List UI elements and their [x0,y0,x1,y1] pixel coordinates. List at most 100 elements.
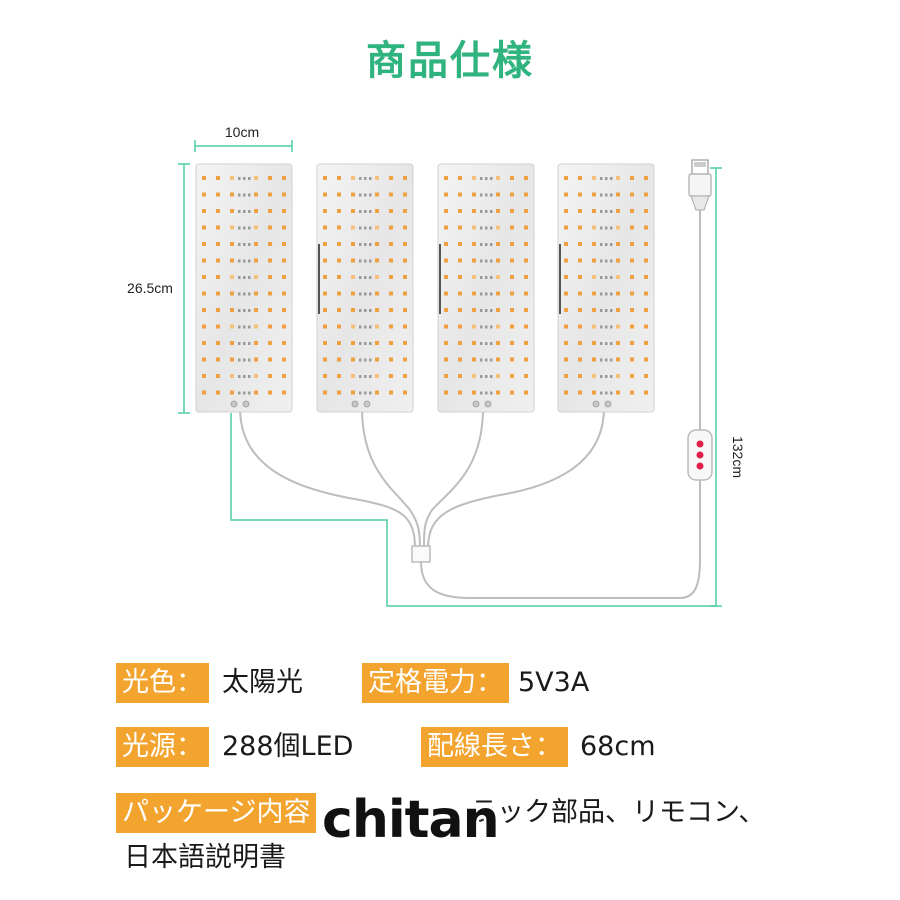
led-panel [195,163,293,413]
led-chip [337,341,341,345]
led-chip [389,209,393,213]
resistor [238,325,241,329]
led-chip [564,291,568,296]
led-chip [389,357,393,362]
resistor [480,226,483,230]
spec-label-light-color: 光色： [116,663,209,703]
resistor [605,193,608,197]
led-chip [337,390,341,395]
led-chip [323,258,327,263]
led-chip [389,258,393,263]
resistor [369,193,372,197]
resistor [610,358,613,362]
resistor [485,276,488,279]
resistor [243,342,246,345]
led-chip [564,209,568,213]
resistor [364,358,367,362]
resistor [490,309,493,312]
led-chip [375,242,379,246]
led-chip [444,324,448,329]
led-chip [644,242,648,246]
resistor [480,391,483,395]
led-chip [444,225,448,230]
led-chip [216,374,220,378]
led-chip [578,291,582,296]
led-chip [578,341,582,345]
resistor [605,309,608,312]
led-chip [496,324,500,329]
led-chip [444,390,448,395]
led-chip [496,357,500,362]
resistor [605,177,608,180]
led-chip [375,275,379,279]
led-chip [578,390,582,395]
led-panel [437,163,535,413]
led-chip [444,374,448,378]
resistor [243,276,246,279]
led-chip [616,291,620,296]
led-chip [337,308,341,312]
led-chip [496,390,500,395]
resistor [610,391,613,395]
resistor [369,292,372,296]
led-chip [202,209,206,213]
led-chip [592,225,596,230]
remote-button-icon [696,440,704,448]
led-chip [524,390,528,395]
resistor [369,391,372,395]
resistor [243,177,246,180]
resistor [359,243,362,246]
resistor [369,309,372,312]
led-chip [323,242,327,246]
led-chip [496,258,500,263]
led-chip [403,291,407,296]
led-chip [230,324,234,329]
resistor [243,210,246,213]
resistor [359,210,362,213]
led-chip [375,390,379,395]
spec-label-package: パッケージ内容 [116,793,317,833]
led-chip [403,390,407,395]
led-chip [472,225,476,230]
led-chip [323,357,327,362]
led-chip [202,275,206,279]
resistor [610,177,613,180]
led-chip [592,357,596,362]
led-chip [268,308,272,312]
led-chip [202,291,206,296]
led-chip [496,275,500,279]
resistor [359,292,362,296]
resistor [248,358,251,362]
led-chip [389,275,393,279]
panel-edge-marking [559,244,561,314]
resistor [610,342,613,345]
led-chip [230,390,234,395]
led-chip [644,324,648,329]
led-chip [282,324,286,329]
led-chip [230,291,234,296]
led-chip [351,275,355,279]
led-chip [444,291,448,296]
led-chip [458,242,462,246]
resistor [600,210,603,213]
led-chip [351,324,355,329]
panel-edge-marking [439,244,441,314]
led-chip [323,209,327,213]
led-chip [216,324,220,329]
resistor [248,325,251,329]
led-chip [644,275,648,279]
led-chip [472,242,476,246]
led-chip [389,225,393,230]
resistor [490,391,493,395]
led-chip [578,374,582,378]
led-chip [472,324,476,329]
led-chip [389,192,393,197]
led-chip [496,225,500,230]
resistor [605,276,608,279]
inline-remote [687,429,713,481]
led-chip [268,357,272,362]
led-chip [282,357,286,362]
resistor [490,292,493,296]
resistor [248,375,251,378]
led-chip [644,209,648,213]
